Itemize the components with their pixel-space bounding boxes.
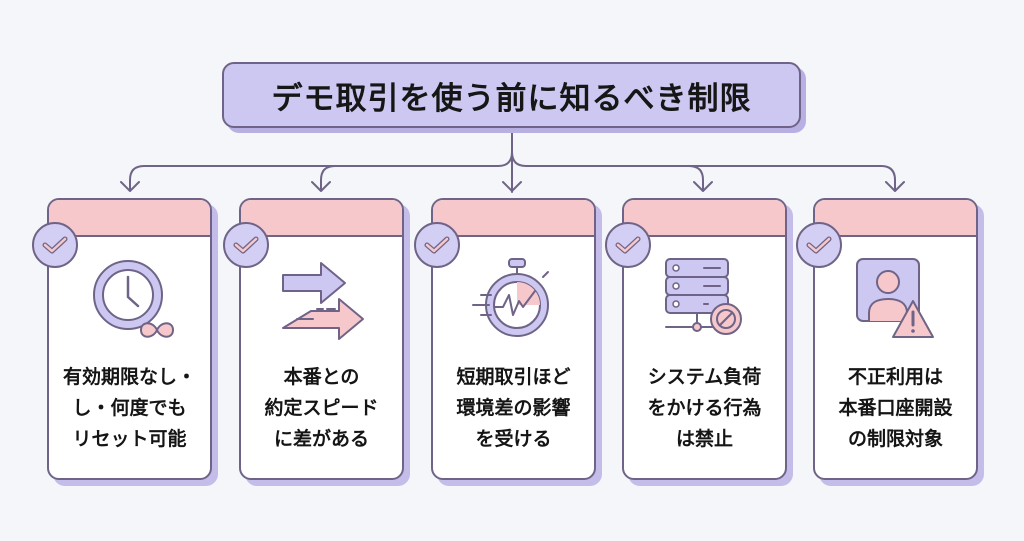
speed-arrows-icon: [282, 262, 364, 340]
diagram-title: デモ取引を使う前に知るべき制限: [271, 80, 752, 117]
connector-bus-right: [511, 151, 896, 181]
arrowhead-5: [885, 181, 905, 192]
checkmark-icon: [615, 236, 641, 254]
card-header-band: [433, 200, 594, 237]
arrowhead-4: [693, 181, 713, 192]
card-4: システム負荷 をかける行為 は禁止: [622, 198, 787, 480]
clock-infinity-icon: [93, 260, 175, 338]
stopwatch-icon: [472, 258, 549, 337]
check-badge-4: [605, 222, 651, 268]
title-box: デモ取引を使う前に知るべき制限: [222, 62, 801, 128]
card-text: 本番との 約定スピード に差がある: [264, 366, 379, 450]
arrowhead-2: [311, 181, 331, 192]
check-badge-3: [414, 222, 460, 268]
check-badge-2: [223, 222, 269, 268]
user-warning-icon: [856, 258, 934, 338]
connector-branch-2: [320, 165, 336, 191]
card-header-band: [241, 200, 402, 237]
card-header-band: [815, 200, 976, 237]
card-text: 有効期限なし・ し・何度でも リセット可能: [62, 366, 196, 450]
check-badge-1: [32, 222, 78, 268]
card-header-band: [624, 200, 785, 237]
checkmark-icon: [233, 236, 259, 254]
checkmark-icon: [806, 236, 832, 254]
arrowhead-1: [120, 181, 140, 192]
connector-bus-left: [129, 151, 513, 181]
card-1: 有効期限なし・ し・何度でも リセット可能: [47, 198, 212, 480]
checkmark-icon: [424, 236, 450, 254]
server-prohibited-icon: [665, 258, 742, 335]
arrowhead-3: [502, 181, 522, 192]
check-badge-5: [796, 222, 842, 268]
card-5: 不正利用は 本番口座開設 の制限対象: [813, 198, 978, 480]
connector-branch-4: [688, 165, 704, 191]
card-text: 短期取引ほど 環境差の影響 を受ける: [456, 366, 571, 450]
card-text: 不正利用は 本番口座開設 の制限対象: [838, 366, 953, 450]
card-text: システム負荷 をかける行為 は禁止: [647, 366, 762, 450]
checkmark-icon: [42, 236, 68, 254]
card-header-band: [49, 200, 210, 237]
